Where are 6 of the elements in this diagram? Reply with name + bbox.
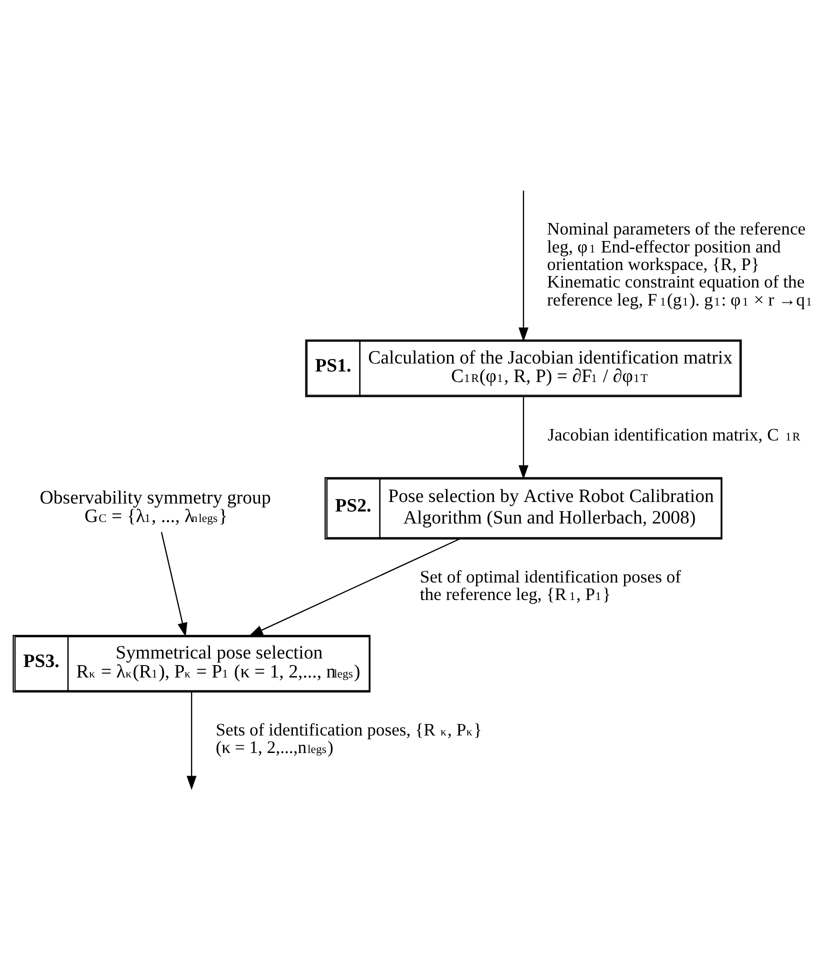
node-text: Observability symmetry group GC = {λ1, ..., λnlegs} [40, 486, 271, 527]
arrow [160, 531, 188, 636]
arrow [518, 396, 528, 479]
arrow [518, 190, 528, 342]
arrow [248, 538, 460, 636]
arrow [186, 691, 197, 790]
